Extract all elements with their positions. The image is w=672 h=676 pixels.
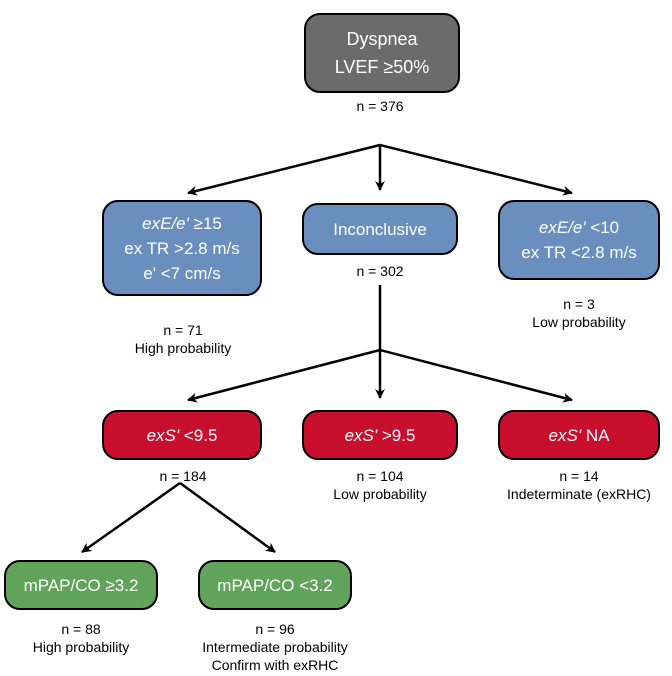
root-line1: Dyspnea xyxy=(346,29,418,49)
node-s-high-label: >9.5 xyxy=(377,425,416,445)
node-low-criteria-line1: <10 xyxy=(585,218,620,237)
node-mpap-high-note: High probability xyxy=(32,639,130,655)
node-s-na: exS' NA xyxy=(498,410,660,460)
node-s-na-caption: n = 14 Indeterminate (exRHC) xyxy=(507,467,651,503)
node-inconclusive-count: n = 302 xyxy=(356,263,404,279)
edge-s-left-green-left xyxy=(81,481,181,554)
node-s-low-italic: exS' xyxy=(146,425,180,445)
node-high-criteria-italic: exE/e' xyxy=(142,213,189,233)
node-s-na-label: NA xyxy=(581,425,610,445)
node-mpap-high-count: n = 88 xyxy=(61,621,101,637)
node-s-na-italic: exS' xyxy=(548,425,582,445)
node-high-criteria-caption: n = 71 High probability xyxy=(135,321,232,357)
node-mpap-high: mPAP/CO ≥3.2 xyxy=(4,560,158,610)
node-s-low: exS' <9.5 xyxy=(102,410,262,460)
node-low-criteria-line2: ex TR <2.8 m/s xyxy=(521,243,637,262)
node-mpap-low: mPAP/CO <3.2 xyxy=(198,560,352,610)
node-low-criteria-caption: n = 3 Low probability xyxy=(532,295,625,331)
node-mpap-low-note2: Confirm with exRHC xyxy=(211,657,339,673)
node-mpap-low-count: n = 96 xyxy=(255,621,295,637)
node-high-criteria-count: n = 71 xyxy=(163,322,203,338)
node-high-criteria-note: High probability xyxy=(134,340,232,356)
node-inconclusive-label: Inconclusive xyxy=(333,219,427,239)
node-s-high: exS' >9.5 xyxy=(302,410,458,460)
node-mpap-low-caption: n = 96 Intermediate probability Confirm … xyxy=(202,620,348,674)
node-mpap-high-label: mPAP/CO ≥3.2 xyxy=(23,575,139,595)
edge-s-left-green-right xyxy=(179,481,276,554)
node-low-criteria: exE/e' <10 ex TR <2.8 m/s xyxy=(498,200,660,280)
node-low-criteria-count: n = 3 xyxy=(563,296,595,312)
node-high-criteria: exE/e' ≥15 ex TR >2.8 m/s e' <7 cm/s xyxy=(102,200,262,296)
node-low-criteria-note: Low probability xyxy=(532,314,626,330)
edge-inconclusive-right xyxy=(379,348,573,403)
node-mpap-low-note: Intermediate probability xyxy=(202,639,348,655)
node-s-na-note: Indeterminate (exRHC) xyxy=(507,486,651,502)
root-count: n = 376 xyxy=(356,98,404,114)
node-mpap-low-label: mPAP/CO <3.2 xyxy=(217,575,333,595)
node-s-low-label: <9.5 xyxy=(179,425,218,445)
root-node-dyspnea: Dyspnea LVEF ≥50% xyxy=(304,13,460,93)
node-s-na-count: n = 14 xyxy=(559,468,599,484)
node-s-high-note: Low probability xyxy=(333,486,427,502)
node-s-low-count: n = 184 xyxy=(159,468,207,484)
node-high-criteria-line3: e' <7 cm/s xyxy=(143,263,221,283)
node-s-high-count: n = 104 xyxy=(356,468,404,484)
node-inconclusive: Inconclusive xyxy=(302,203,458,255)
node-mpap-high-caption: n = 88 High probability xyxy=(33,620,130,656)
node-high-criteria-line1: ≥15 xyxy=(188,213,222,233)
root-line2: LVEF ≥50% xyxy=(334,57,430,77)
node-s-high-caption: n = 104 Low probability xyxy=(333,467,426,503)
node-s-high-italic: exS' xyxy=(344,425,378,445)
node-high-criteria-line2: ex TR >2.8 m/s xyxy=(124,238,240,258)
node-low-criteria-italic: exE/e' xyxy=(538,218,586,237)
edge-root-right xyxy=(379,143,573,196)
edge-root-left xyxy=(187,143,381,196)
